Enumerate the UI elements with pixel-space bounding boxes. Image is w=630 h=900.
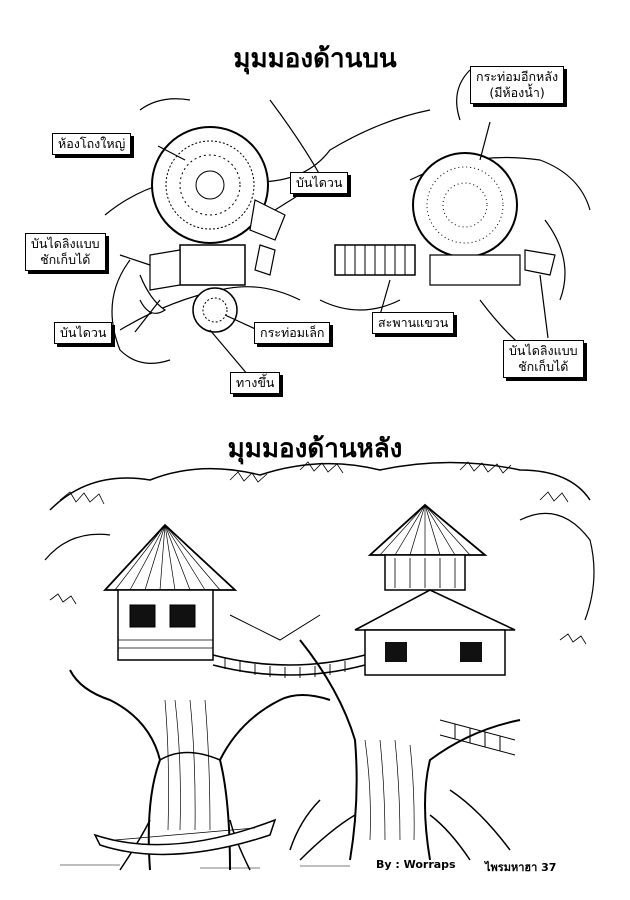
label-rope-ladder-left-line1: บันไดลิงแบบ	[31, 236, 100, 251]
label-rope-ladder-right-line1: บันไดลิงแบบ	[509, 343, 578, 358]
label-back-hut-line2: (มีห้องน้ำ)	[489, 85, 545, 100]
label-back-hut-line1: กระท่อมอีกหลัง	[476, 69, 559, 84]
left-hut	[102, 523, 238, 661]
footer-publication: ไพรมหาฮา 37	[485, 861, 557, 874]
label-rope-ladder-left-line2: ชักเก็บได้	[40, 252, 91, 267]
bridge	[212, 614, 366, 678]
label-rope-ladder-left: บันไดลิงแบบ ชักเก็บได้	[25, 233, 106, 271]
label-rope-ladder-right-line2: ชักเก็บได้	[518, 359, 569, 374]
top-view-title: มุมมองด้านบน	[233, 44, 397, 74]
right-hut	[354, 503, 516, 676]
back-view-title: มุมมองด้านหลัง	[227, 434, 403, 464]
label-way-up: ทางขึ้น	[230, 372, 281, 394]
suspension-bridge-drawing	[334, 244, 416, 276]
boat	[93, 818, 277, 856]
big-hall-roof	[151, 126, 269, 244]
footer-credit: By : Worraps	[376, 858, 456, 871]
label-spiral-stair-upper: บันไดวน	[290, 172, 349, 194]
label-big-hall: ห้องโถงใหญ่	[52, 133, 132, 155]
label-suspension-bridge: สะพานแขวน	[372, 312, 455, 334]
label-spiral-stair-lower: บันไดวน	[54, 322, 113, 344]
label-rope-ladder-right: บันไดลิงแบบ ชักเก็บได้	[503, 340, 584, 378]
label-back-hut: กระท่อมอีกหลัง (มีห้องน้ำ)	[470, 66, 565, 104]
label-small-hut: กระท่อมเล็ก	[254, 322, 331, 344]
